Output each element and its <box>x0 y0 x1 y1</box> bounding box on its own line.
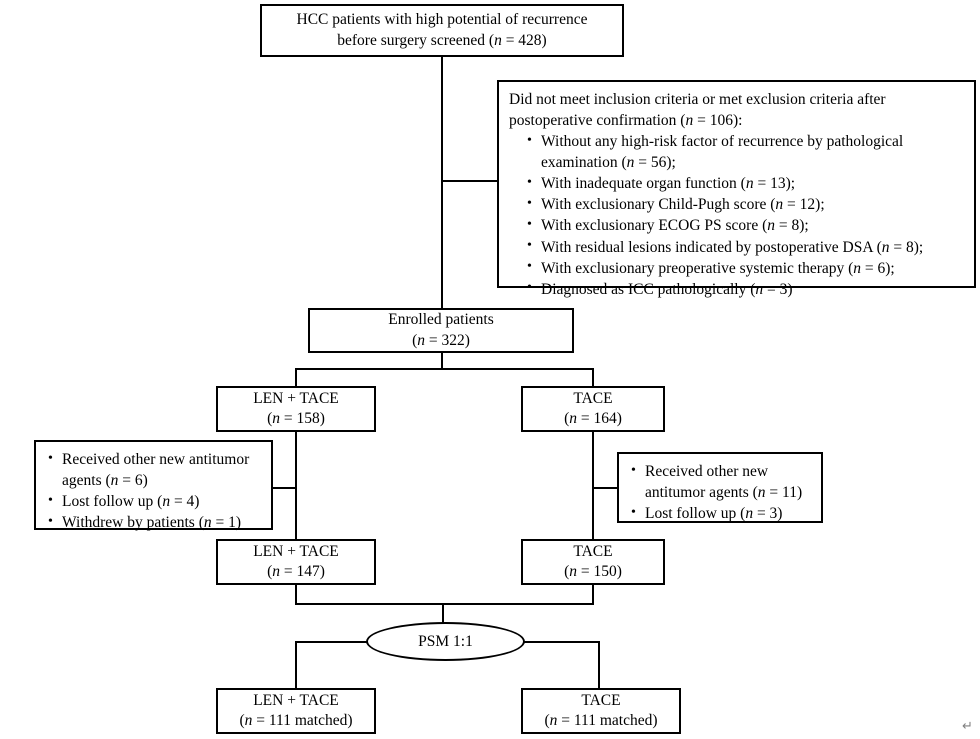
node-enrolled: Enrolled patients (n = 322) <box>308 308 574 353</box>
node-arm-len-tace-analyzed: LEN + TACE (n = 147) <box>216 539 376 585</box>
node-arm-tace-initial: TACE (n = 164) <box>521 386 665 432</box>
list-item: Lost follow up (n = 4) <box>48 491 262 512</box>
list-item: Lost follow up (n = 3) <box>631 503 812 524</box>
connector-split-leg-left <box>295 368 297 387</box>
connector-psm-right-down <box>598 641 600 688</box>
connector-split-bar <box>295 368 594 370</box>
node-arm-len-tace-analyzed-line1: LEN + TACE <box>253 542 339 560</box>
list-item: Received other new antitumor agents (n =… <box>631 460 812 503</box>
connector-merge-to-psm <box>442 603 444 625</box>
list-item: Withdrew by patients (n = 1) <box>48 512 262 533</box>
node-screened-line1: HCC patients with high potential of recu… <box>296 11 588 29</box>
node-arm-tace-initial-line1: TACE <box>573 389 613 407</box>
list-item: With inadequate organ function (n = 13); <box>527 173 965 194</box>
node-enrolled-line2: (n = 322) <box>412 331 470 349</box>
node-psm-label: PSM 1:1 <box>418 632 473 650</box>
connector-merge-bar <box>295 603 594 605</box>
list-item: Received other new antitumor agents (n =… <box>48 448 262 491</box>
node-left-dropouts: Received other new antitumor agents (n =… <box>34 440 273 533</box>
node-arm-len-tace-initial-line1: LEN + TACE <box>253 389 339 407</box>
node-arm-len-tace-initial-line2: (n = 158) <box>267 410 325 427</box>
node-arm-tace-matched-line2: (n = 111 matched) <box>544 712 658 729</box>
node-arm-len-tace-initial: LEN + TACE (n = 158) <box>216 386 376 432</box>
node-arm-tace-analyzed: TACE (n = 150) <box>521 539 665 585</box>
connector-screened-to-enrolled <box>441 57 443 310</box>
connector-right-analyzed-down <box>592 585 594 605</box>
node-left-dropouts-list: Received other new antitumor agents (n =… <box>46 448 262 533</box>
node-psm: PSM 1:1 <box>366 622 525 661</box>
list-item: With exclusionary preoperative systemic … <box>527 257 965 279</box>
node-excluded-head-line2: postoperative confirmation (n = 106): <box>509 112 743 130</box>
node-arm-len-tace-matched-line1: LEN + TACE <box>253 691 339 709</box>
node-excluded: Did not meet inclusion criteria or met e… <box>497 80 976 298</box>
connector-left-arm-down <box>295 430 297 540</box>
node-excluded-list: Without any high-risk factor of recurren… <box>509 131 965 300</box>
connector-left-arm-to-dropouts <box>272 487 297 489</box>
connector-psm-right <box>524 641 600 643</box>
connector-left-analyzed-down <box>295 585 297 605</box>
connector-psm-left-down <box>295 641 297 688</box>
node-arm-len-tace-analyzed-line2: (n = 147) <box>267 563 325 580</box>
node-excluded-head-line1: Did not meet inclusion criteria or met e… <box>509 91 886 108</box>
list-item: Diagnosed as ICC pathologically (n = 3) <box>527 278 965 300</box>
node-right-dropouts-list: Received other new antitumor agents (n =… <box>629 460 812 524</box>
return-mark-icon: ↵ <box>962 718 973 733</box>
connector-psm-left <box>295 641 367 643</box>
node-arm-tace-initial-line2: (n = 164) <box>564 410 622 427</box>
node-screened: HCC patients with high potential of recu… <box>260 4 624 57</box>
node-arm-len-tace-matched: LEN + TACE (n = 111 matched) <box>216 688 376 734</box>
connector-screened-to-excluded <box>441 180 499 182</box>
list-item: With residual lesions indicated by posto… <box>527 236 965 258</box>
connector-right-arm-to-dropouts <box>592 487 618 489</box>
node-arm-tace-analyzed-line1: TACE <box>573 542 613 560</box>
node-enrolled-line1: Enrolled patients <box>388 311 494 329</box>
node-arm-tace-analyzed-line2: (n = 150) <box>564 563 622 580</box>
list-item: With exclusionary ECOG PS score (n = 8); <box>527 215 965 236</box>
connector-right-arm-down <box>592 430 594 540</box>
list-item: With exclusionary Child-Pugh score (n = … <box>527 194 965 215</box>
node-arm-len-tace-matched-line2: (n = 111 matched) <box>239 712 353 729</box>
node-arm-tace-matched-line1: TACE <box>581 691 621 709</box>
node-screened-line2: before surgery screened (n = 428) <box>337 31 547 49</box>
node-right-dropouts: Received other new antitumor agents (n =… <box>617 452 823 523</box>
connector-enrolled-down <box>441 352 443 370</box>
node-arm-tace-matched: TACE (n = 111 matched) <box>521 688 681 734</box>
connector-split-leg-right <box>592 368 594 387</box>
list-item: Without any high-risk factor of recurren… <box>527 131 965 173</box>
